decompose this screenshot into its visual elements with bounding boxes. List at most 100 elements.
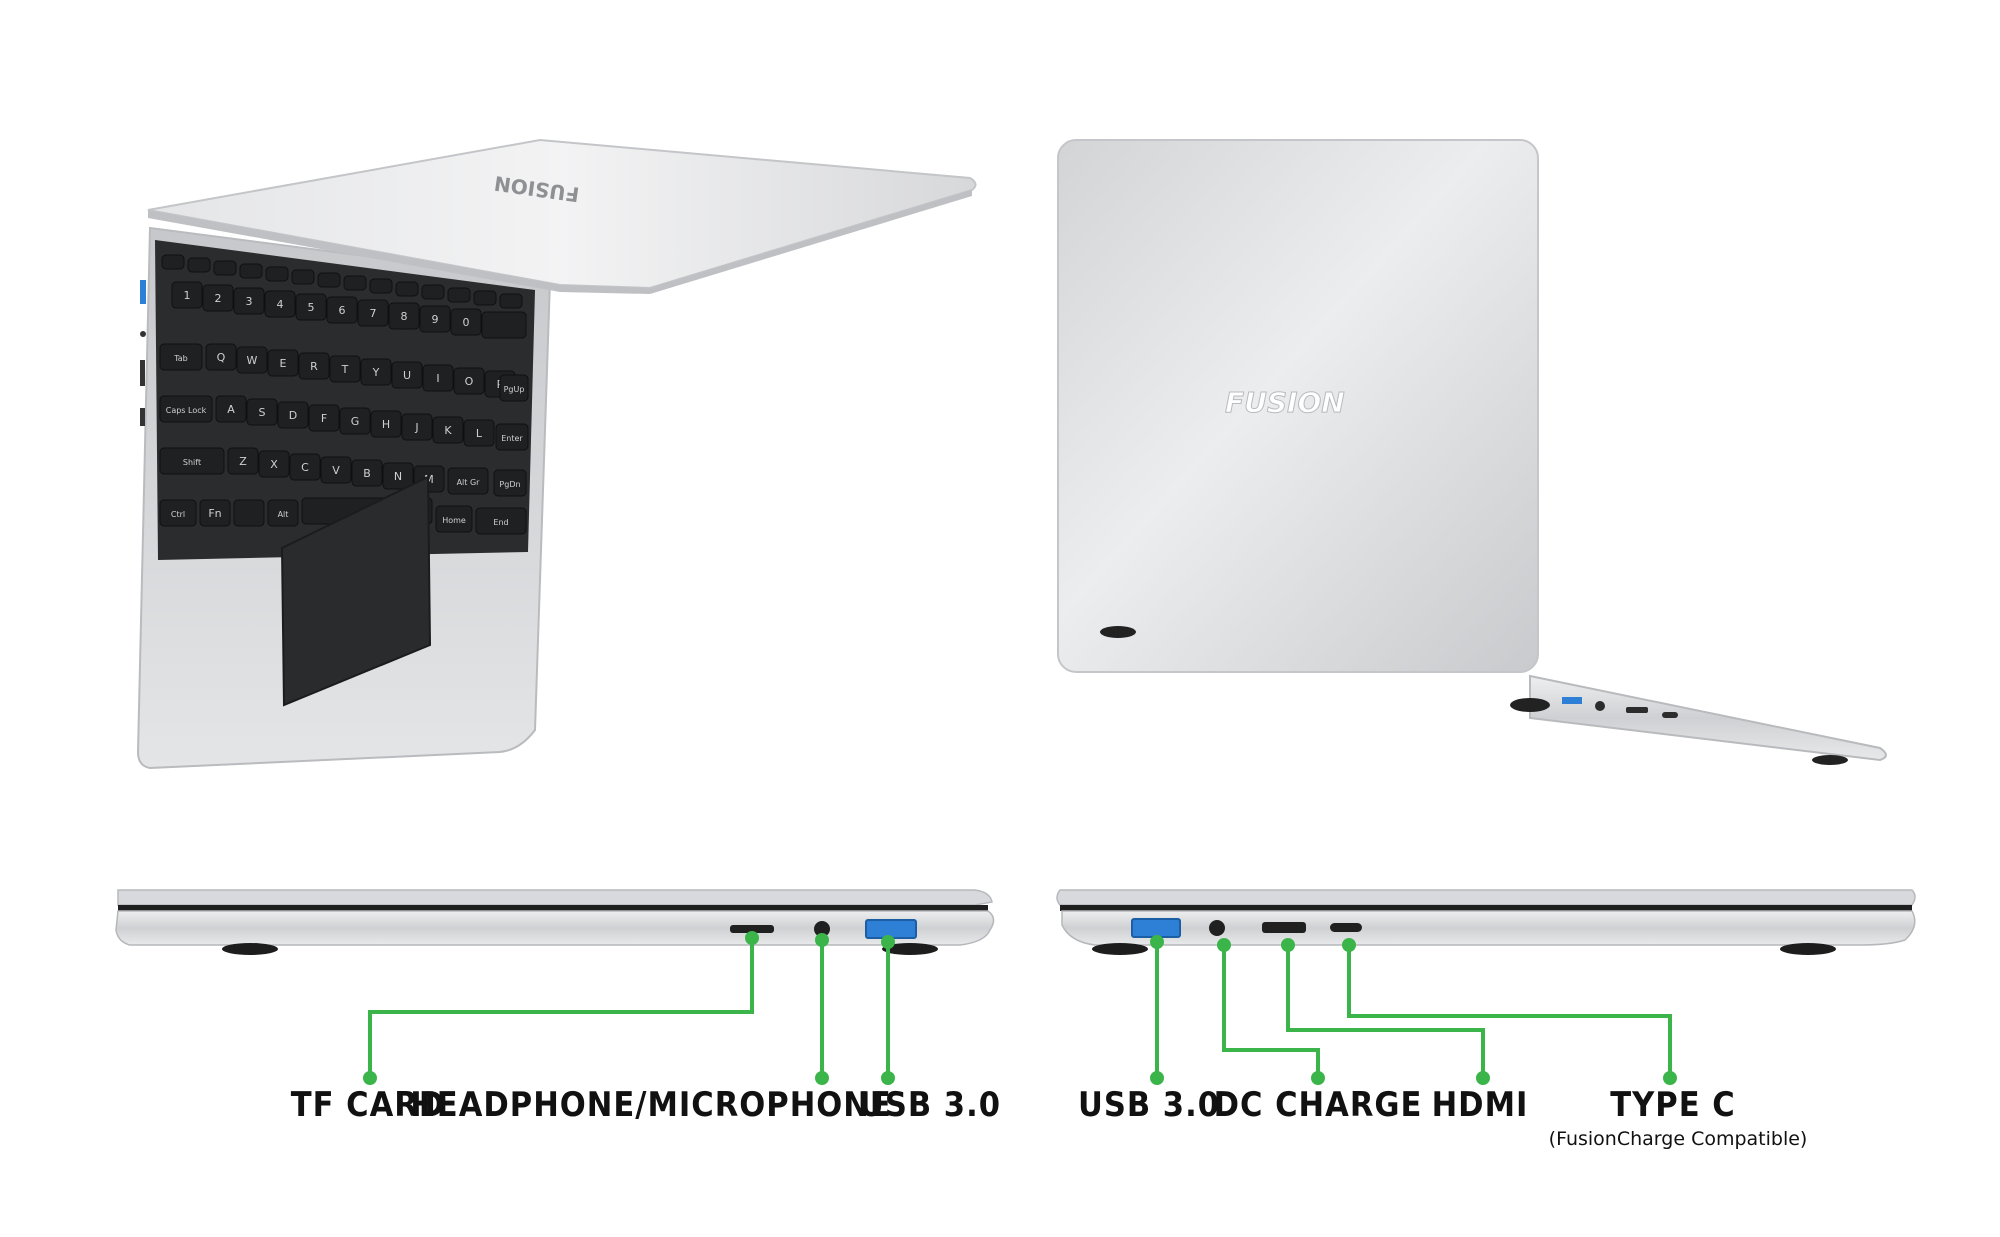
keyboard-key-label: Ctrl	[171, 510, 185, 519]
keyboard-key	[463, 419, 495, 447]
leader-line-type-c	[1347, 945, 1672, 1078]
leader-dot	[815, 1071, 829, 1085]
leader-lines	[363, 931, 1677, 1085]
rubber-foot	[222, 943, 278, 955]
keyboard-key	[199, 499, 231, 527]
keyboard-key	[161, 254, 185, 270]
keyboard-key	[233, 287, 265, 315]
left-side-base	[115, 910, 995, 946]
leader-dot	[815, 933, 829, 947]
keyboard-key-label: K	[444, 424, 452, 437]
keyboard-keys: 1234567890TabQWERTYUIOPPgUpCaps LockASDF…	[159, 254, 529, 535]
keyboard-key-label: 4	[277, 298, 284, 311]
keyboard-key-label: Fn	[208, 507, 221, 520]
keyboard-key	[473, 290, 497, 306]
keyboard-key-label: F	[321, 412, 327, 425]
keyboard-key-label: 8	[401, 310, 408, 323]
keyboard-key-label: Home	[442, 516, 466, 525]
keyboard-key	[246, 398, 278, 426]
keyboard-key-label: 7	[370, 307, 377, 320]
keyboard-key	[159, 499, 197, 527]
leader-dot	[745, 931, 759, 945]
laptop-right-side-view	[1056, 889, 1916, 955]
keyboard-key-label: J	[414, 421, 418, 434]
base-hdmi-port-icon	[1626, 707, 1648, 713]
keyboard-key-label: Q	[217, 351, 226, 364]
label-headphone-microphone: HEADPHONE/MICROPHONE	[410, 1085, 892, 1125]
keyboard-key-label: W	[247, 354, 258, 367]
keyboard-key	[227, 447, 259, 475]
keyboard-key	[447, 467, 489, 495]
keyboard-key	[499, 293, 523, 309]
keyboard-key	[421, 284, 445, 300]
leader-dot	[363, 1071, 377, 1085]
keyboard-key-label: O	[465, 375, 474, 388]
keyboard-key-label: 2	[215, 292, 222, 305]
dc-jack-icon	[1209, 920, 1225, 936]
keyboard-key	[419, 305, 451, 333]
keyboard-key	[351, 459, 383, 487]
keyboard-key	[326, 296, 358, 324]
leader-dot	[1217, 938, 1231, 952]
keyboard-key-label: Shift	[183, 458, 201, 467]
leader-dot	[1342, 938, 1356, 952]
keyboard-key-label: PgDn	[499, 480, 520, 489]
leader-line-tf-card	[368, 938, 754, 1078]
label-hdmi: HDMI	[1431, 1085, 1529, 1125]
keyboard-key-label: G	[351, 415, 360, 428]
leader-dot	[1150, 935, 1164, 949]
keyboard-key-label: X	[270, 458, 278, 471]
keyboard-key	[187, 257, 211, 273]
keyboard-key	[370, 410, 402, 438]
label-type-c-note: (FusionCharge Compatible)	[1548, 1128, 1808, 1150]
keyboard-key	[447, 287, 471, 303]
keyboard-key	[298, 352, 330, 380]
label-usb-3-left: USB 3.0	[858, 1085, 1002, 1125]
right-side-lid	[1056, 889, 1916, 906]
side-jack-icon	[140, 331, 146, 337]
lid-edge	[148, 190, 972, 294]
leader-line-dc-charge	[1222, 945, 1320, 1078]
leader-dot	[1663, 1071, 1677, 1085]
left-side-seam	[118, 905, 988, 911]
keyboard-key	[395, 281, 419, 297]
keyboard-key	[236, 346, 268, 374]
keyboard-key	[277, 401, 309, 429]
right-side-base	[1061, 910, 1916, 946]
keyboard-key-label: L	[476, 427, 483, 440]
laptop-back-view: FUSION	[1057, 139, 1887, 765]
keyboard-key	[215, 395, 247, 423]
keyboard-key-label: N	[394, 470, 402, 483]
keyboard-key	[369, 278, 393, 294]
typec-port-icon	[1330, 923, 1362, 932]
keyboard-key	[401, 413, 433, 441]
keyboard-key-label: V	[332, 464, 340, 477]
leader-dot	[1281, 938, 1295, 952]
label-tf-card: TF CARD	[290, 1085, 446, 1125]
right-side-seam	[1060, 905, 1912, 911]
keyboard-key	[391, 361, 423, 389]
rubber-foot	[1812, 755, 1848, 765]
base-usb-port-icon	[1562, 697, 1582, 704]
keyboard-key-label: S	[259, 406, 266, 419]
keyboard-key-label: E	[280, 357, 287, 370]
keyboard-key	[432, 416, 464, 444]
keyboard-key-label: B	[363, 467, 371, 480]
rubber-foot	[882, 943, 938, 955]
rubber-foot	[1092, 943, 1148, 955]
keyboard-key-label: 3	[246, 295, 253, 308]
leader-dot	[881, 1071, 895, 1085]
keyboard-key	[357, 299, 389, 327]
side-port-icon	[140, 360, 145, 386]
leader-line-hdmi	[1286, 945, 1485, 1078]
keyboard-key-label: U	[403, 369, 411, 382]
keyboard-key	[213, 260, 237, 276]
keyboard-key	[329, 355, 361, 383]
leader-dot	[881, 935, 895, 949]
keyboard-key	[495, 423, 529, 451]
keyboard-key-label: 0	[463, 316, 470, 329]
rubber-foot	[1780, 943, 1836, 955]
keyboard-key	[171, 281, 203, 309]
keyboard-key	[291, 269, 315, 285]
trackpad	[280, 475, 432, 707]
